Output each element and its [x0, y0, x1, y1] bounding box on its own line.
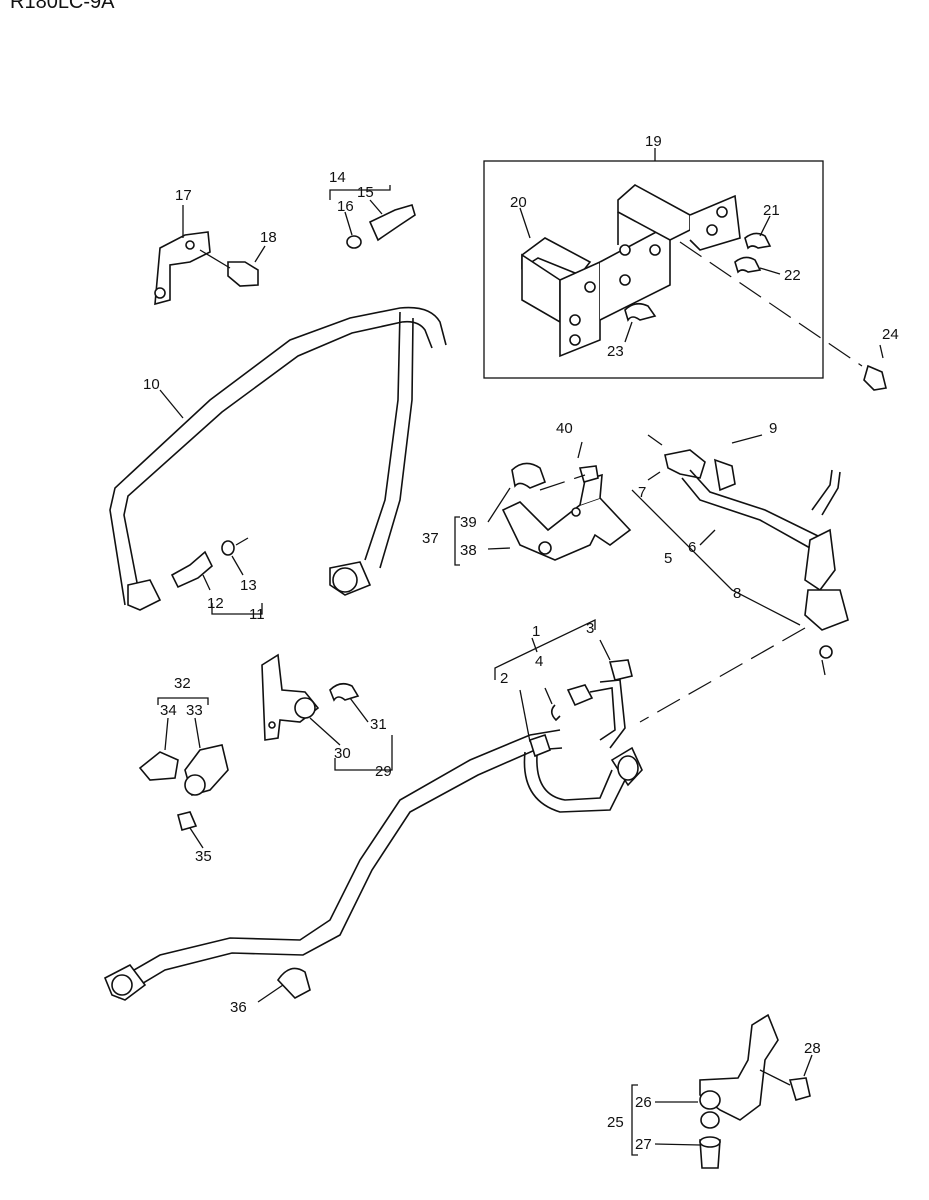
- callout-20: 20: [510, 194, 527, 211]
- callout-40: 40: [556, 420, 573, 437]
- callout-29: 29: [375, 763, 392, 780]
- callout-18: 18: [260, 229, 277, 246]
- callout-8: 8: [733, 585, 741, 602]
- callout-13: 13: [240, 577, 257, 594]
- callout-labels: 1 2 3 4 5 6 7 8 9 10 11 12 13 14 15 16 1…: [143, 133, 899, 1153]
- callout-30: 30: [334, 745, 351, 762]
- bolt-18: [199, 245, 266, 287]
- callout-24: 24: [882, 326, 899, 343]
- callout-22: 22: [784, 267, 801, 284]
- callout-23: 23: [607, 343, 624, 360]
- callout-3: 3: [586, 620, 594, 637]
- bracket-25: [631, 1013, 813, 1169]
- clamp-32: [138, 697, 229, 849]
- callout-4: 4: [535, 653, 543, 670]
- callout-26: 26: [635, 1094, 652, 1111]
- fitting-11: [170, 537, 263, 615]
- callout-12: 12: [207, 595, 224, 612]
- callout-37: 37: [422, 530, 439, 547]
- callout-25: 25: [607, 1114, 624, 1131]
- callout-21: 21: [763, 202, 780, 219]
- bracket-assembly-box: [483, 148, 824, 379]
- callout-19: 19: [645, 133, 662, 150]
- clip-36: [257, 967, 311, 1003]
- leader-dashed: [639, 627, 806, 723]
- callout-39: 39: [460, 514, 477, 531]
- callout-28: 28: [804, 1040, 821, 1057]
- callout-6: 6: [688, 539, 696, 556]
- callout-35: 35: [195, 848, 212, 865]
- fitting-14: [329, 185, 416, 249]
- callout-10: 10: [143, 376, 160, 393]
- model-label: R180LC-9A: [10, 0, 115, 13]
- callout-17: 17: [175, 187, 192, 204]
- hose-10: [109, 306, 447, 611]
- callout-5: 5: [664, 550, 672, 567]
- callout-2: 2: [500, 670, 508, 687]
- callout-16: 16: [337, 198, 354, 215]
- pipe-1: [494, 618, 633, 749]
- callout-31: 31: [370, 716, 387, 733]
- callout-9: 9: [769, 420, 777, 437]
- callout-11: 11: [249, 606, 265, 623]
- hose-2: [103, 729, 643, 1001]
- callout-38: 38: [460, 542, 477, 559]
- callout-14: 14: [329, 169, 346, 186]
- callout-1: 1: [532, 623, 540, 640]
- bolt-24: [863, 344, 887, 391]
- bracket-29: [261, 653, 393, 771]
- leader-dashed: [679, 241, 863, 367]
- pipe-5: [631, 434, 849, 676]
- callout-34: 34: [160, 702, 177, 719]
- callout-36: 36: [230, 999, 247, 1016]
- bracket-17: [154, 205, 211, 306]
- callout-32: 32: [174, 675, 191, 692]
- callout-7: 7: [638, 484, 646, 501]
- callout-27: 27: [635, 1136, 652, 1153]
- callout-15: 15: [357, 184, 374, 201]
- callout-33: 33: [186, 702, 203, 719]
- bracket-37: [454, 441, 632, 566]
